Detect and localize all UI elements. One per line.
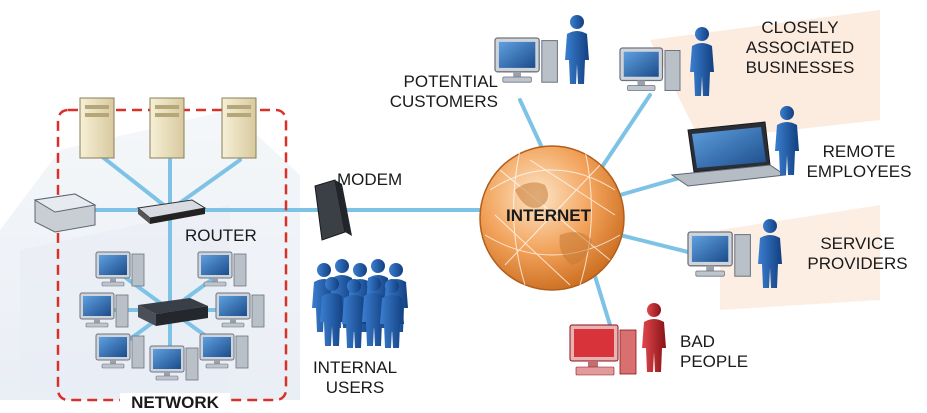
server-icon: [79, 97, 115, 159]
potential-customers-line1: POTENTIAL: [403, 72, 498, 91]
potential-customers-line2: CUSTOMERS: [389, 92, 498, 111]
bad-people-line2: PEOPLE: [680, 352, 749, 371]
internal-users-label: INTERNAL USERS: [300, 358, 410, 398]
internet-label: INTERNET: [506, 206, 591, 225]
service-providers-label: SERVICE PROVIDERS: [795, 234, 920, 274]
router-label: ROUTER: [185, 226, 257, 245]
service-providers-line2: PROVIDERS: [807, 254, 908, 273]
bad-people-label: BAD PEOPLE: [680, 332, 748, 372]
modem-label: MODEM: [337, 170, 403, 189]
closely-associated-label: CLOSELY ASSOCIATED BUSINESSES: [730, 18, 870, 78]
closely-associated-line3: BUSINESSES: [745, 58, 855, 77]
network-label: NETWORK: [120, 393, 230, 413]
switch-icon: [138, 298, 208, 326]
closely-associated-line2: ASSOCIATED: [745, 38, 855, 57]
closely-associated-line1: CLOSELY: [761, 18, 839, 37]
potential-customers-label: POTENTIAL CUSTOMERS: [370, 72, 498, 112]
modem-icon: [314, 179, 352, 241]
internal-users-group: [312, 259, 408, 348]
printer-icon: [33, 193, 97, 233]
remote-employee-icon: [670, 106, 799, 187]
background-building-right-top: [650, 10, 880, 140]
background-building-right-bottom: [720, 205, 880, 310]
associated-business-icon: [619, 27, 714, 96]
internet-globe-icon: [479, 145, 625, 291]
remote-employees-line2: EMPLOYEES: [806, 162, 912, 181]
bad-person-icon: [569, 303, 666, 376]
server-icon: [221, 97, 257, 159]
potential-customer-icon: [494, 15, 589, 84]
internal-users-line2: USERS: [325, 378, 385, 397]
router-icon: [136, 199, 207, 224]
internal-users-line1: INTERNAL: [312, 358, 398, 377]
remote-employees-label: REMOTE EMPLOYEES: [795, 142, 923, 182]
bad-people-line1: BAD: [680, 332, 715, 351]
service-providers-line1: SERVICE: [820, 234, 895, 253]
remote-employees-line1: REMOTE: [822, 142, 896, 161]
server-icon: [149, 97, 185, 159]
